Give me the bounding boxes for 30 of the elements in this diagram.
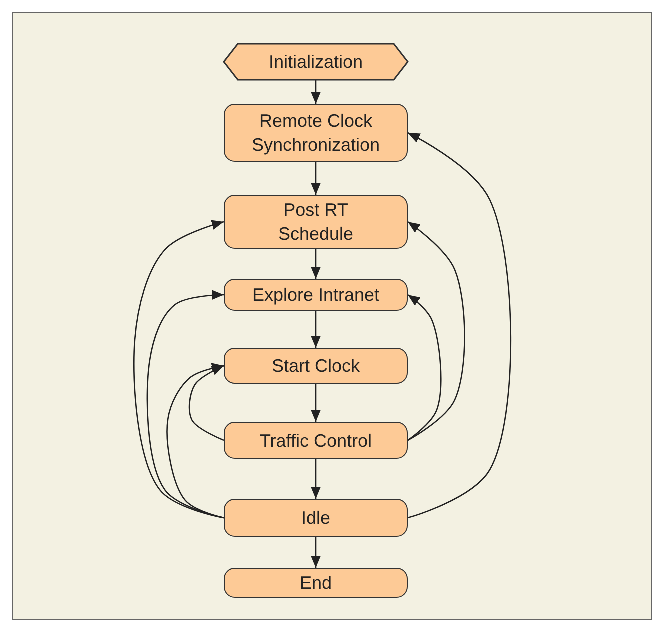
arrow: [311, 459, 321, 499]
arrow: [311, 80, 321, 104]
process-box: [224, 499, 408, 537]
arrow: [311, 249, 321, 279]
node-label: End: [300, 572, 332, 595]
arrow: [408, 221, 466, 442]
arrow: [188, 365, 224, 442]
process-box: [224, 104, 408, 162]
node-label: Explore Intranet: [252, 284, 380, 307]
node-label: Start Clock: [272, 355, 360, 378]
arrow: [311, 162, 321, 195]
process-box: [224, 195, 408, 249]
node-label: Post RT Schedule: [277, 199, 355, 246]
node-label: Initialization: [268, 51, 364, 74]
arrow: [311, 311, 321, 348]
process-box: [224, 568, 408, 598]
arrow: [134, 220, 224, 519]
start-hexagon: [224, 44, 408, 80]
node-label: Traffic Control: [260, 430, 372, 452]
arrow: [311, 384, 321, 422]
node-label: Remote Clock Synchronization: [250, 110, 382, 157]
arrow: [166, 363, 224, 519]
arrow: [311, 537, 321, 568]
node-label: Idle: [301, 507, 331, 530]
arrow: [408, 132, 512, 519]
process-box: [224, 348, 408, 384]
arrow: [408, 294, 442, 442]
arrow: [146, 290, 224, 519]
process-box: [224, 279, 408, 311]
process-box: [224, 422, 408, 459]
